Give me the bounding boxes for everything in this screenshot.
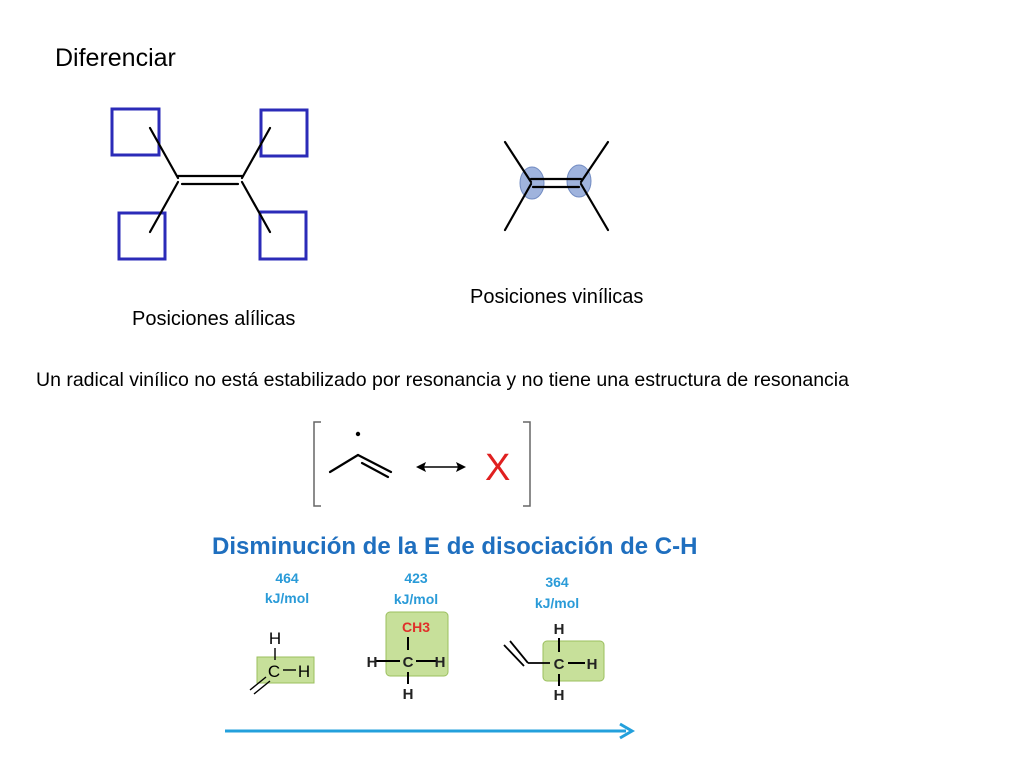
energy-value-1: 464 — [275, 570, 299, 586]
trend-arrowhead — [619, 722, 635, 740]
statement-text: Un radical vinílico no está estabilizado… — [36, 369, 849, 391]
h-atom-right-2: H — [435, 654, 446, 671]
allylic-caption: Posiciones alílicas — [132, 308, 296, 330]
left-bracket — [313, 421, 321, 507]
h-atom-top-1: H — [269, 629, 281, 648]
allylic-box-bottom-right — [258, 210, 308, 261]
c-atom-1: C — [268, 662, 280, 681]
energy-value-3: 364 — [545, 574, 569, 590]
invalid-mark: X — [485, 447, 510, 489]
h-atom-right-3: H — [587, 656, 598, 673]
c-atom-2: C — [403, 654, 414, 671]
radical-dot — [355, 431, 361, 437]
allylic-box-top-left — [110, 107, 161, 157]
vinylic-caption: Posiciones vinílicas — [470, 286, 644, 308]
energy-unit-1: kJ/mol — [265, 590, 309, 606]
energy-unit-3: kJ/mol — [535, 595, 579, 611]
c-atom-3: C — [554, 656, 565, 673]
energy-value-2: 423 — [404, 570, 428, 586]
h-atom-bottom-3: H — [554, 687, 565, 704]
trend-title: Disminución de la E de disociación de C-… — [212, 533, 698, 560]
h-atom-right-1: H — [298, 662, 310, 681]
h-atom-bottom-2: H — [403, 686, 414, 703]
h-atom-left-2: H — [367, 654, 378, 671]
slide-title: Diferenciar — [55, 44, 176, 72]
ch3-label: CH3 — [402, 619, 430, 635]
allylic-box-top-right — [259, 108, 309, 158]
right-bracket — [523, 421, 531, 507]
h-atom-top-3: H — [554, 621, 565, 638]
allylic-box-bottom-left — [117, 211, 167, 261]
energy-unit-2: kJ/mol — [394, 591, 438, 607]
